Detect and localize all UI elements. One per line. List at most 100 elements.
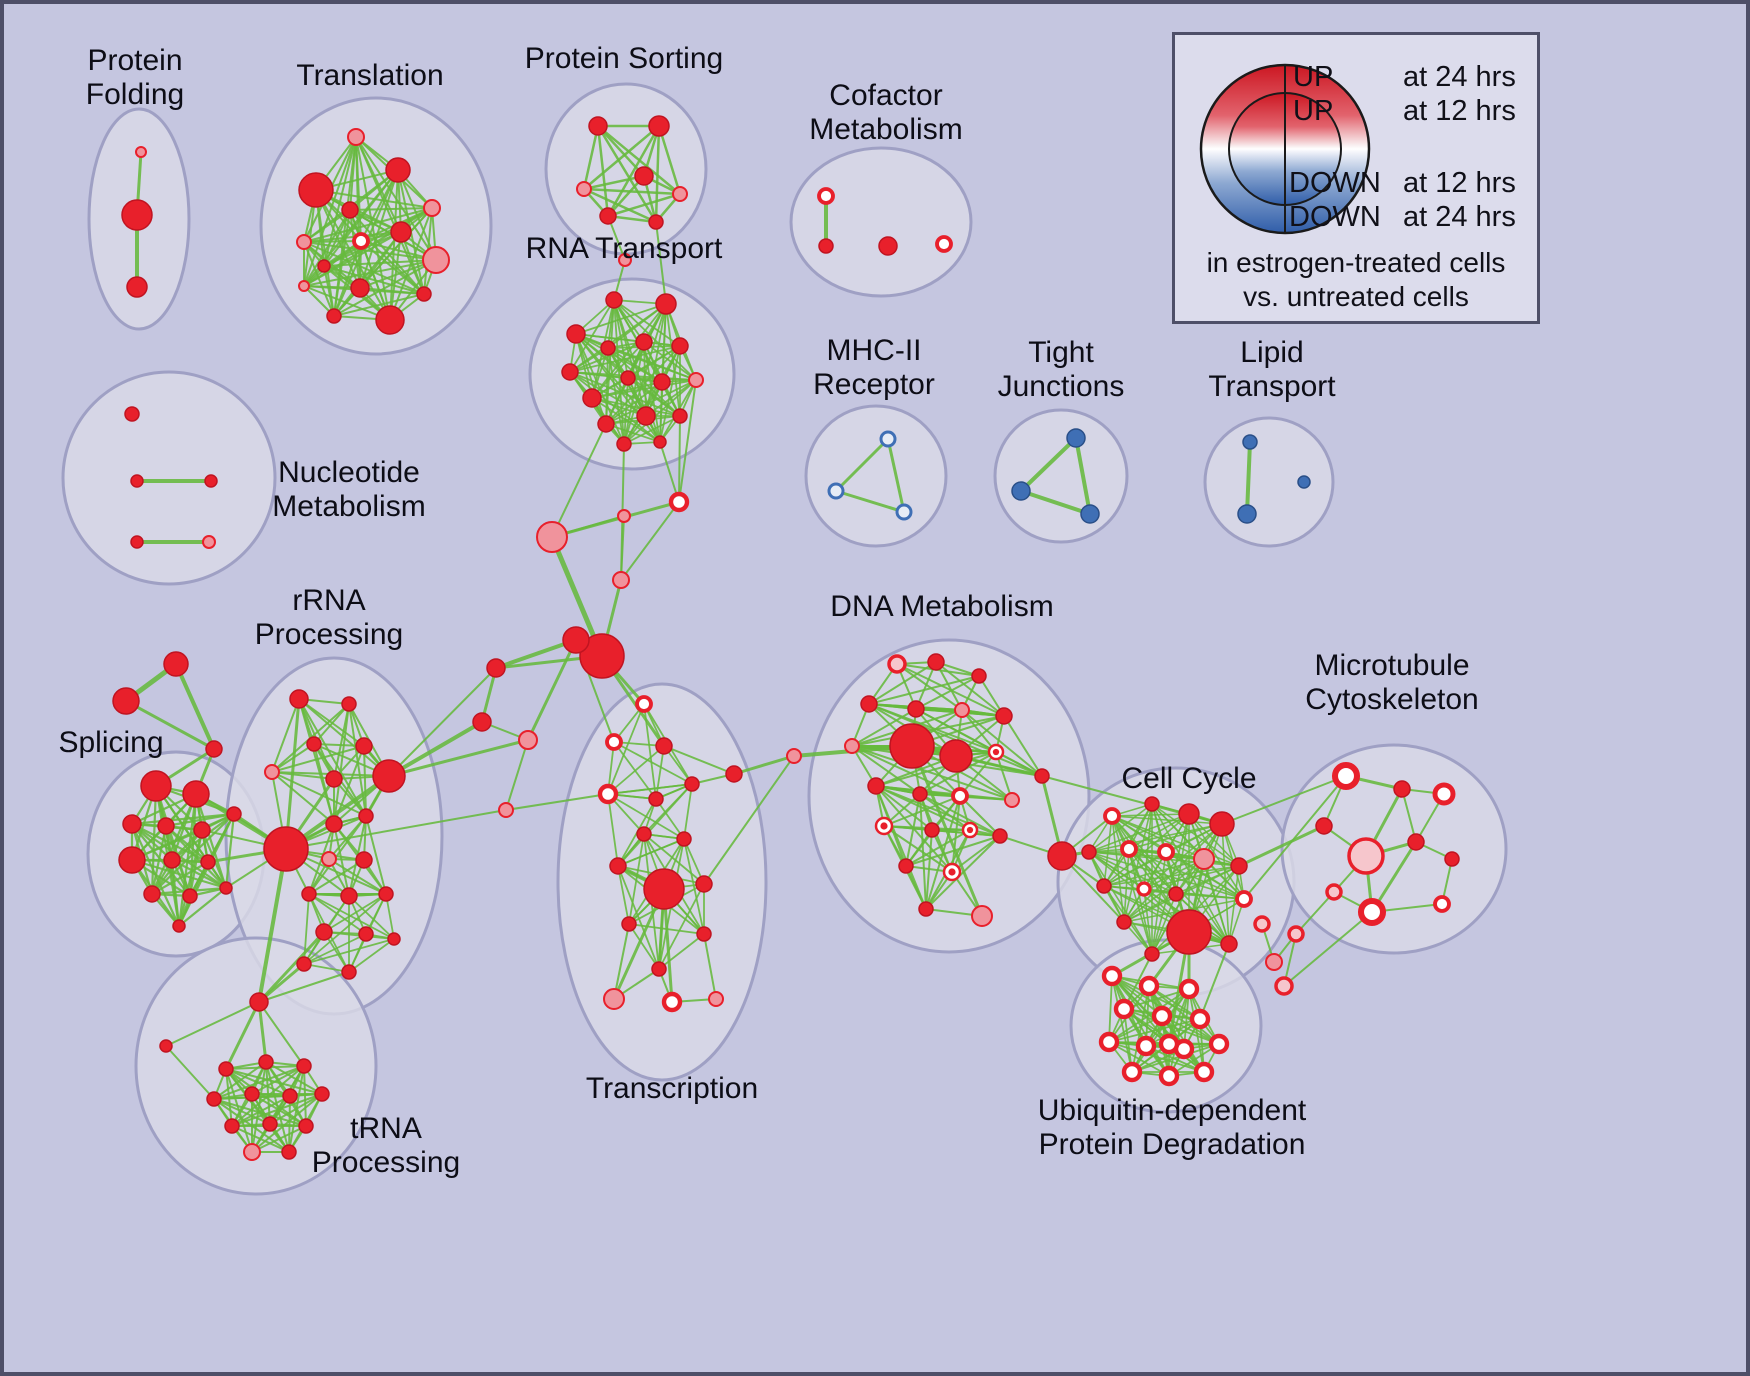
network-edge <box>333 240 362 317</box>
network-edge <box>348 895 395 940</box>
network-edge <box>1128 823 1223 850</box>
network-node <box>243 1143 261 1161</box>
network-edge <box>607 347 663 383</box>
network-node <box>1120 840 1138 858</box>
network-edge <box>124 699 216 751</box>
network-edge <box>683 783 693 840</box>
network-edge <box>1131 988 1190 1073</box>
network-edge <box>623 341 645 445</box>
network-node <box>122 814 142 834</box>
network-edge <box>961 709 997 753</box>
network-node <box>264 764 280 780</box>
network-edge <box>732 754 796 776</box>
network-edge <box>1243 775 1347 900</box>
network-node <box>536 521 568 553</box>
legend-box: UP at 24 hrs UP at 12 hrs DOWN at 12 hrs… <box>1172 32 1540 324</box>
network-node <box>879 430 897 448</box>
network-edge <box>1108 988 1190 1043</box>
network-edge <box>363 745 367 817</box>
network-node <box>355 737 373 755</box>
network-edge <box>1245 440 1252 516</box>
network-node <box>298 280 310 292</box>
network-edge <box>271 698 300 773</box>
network-edge <box>703 755 795 885</box>
network-edge <box>1188 813 1245 900</box>
network-node <box>954 702 970 718</box>
network-edge <box>851 745 961 797</box>
network-node <box>1113 998 1135 1020</box>
network-node <box>204 474 218 488</box>
network-edge <box>271 745 365 773</box>
network-edge <box>1088 851 1153 955</box>
network-node <box>696 926 712 942</box>
network-edge <box>308 815 367 895</box>
network-node <box>301 886 317 902</box>
network-edge <box>130 812 236 826</box>
network-edge <box>655 221 667 305</box>
network-node <box>786 748 802 764</box>
network-node <box>182 888 198 904</box>
network-node <box>1144 946 1160 962</box>
network-node <box>1004 792 1020 808</box>
network-edge <box>606 192 682 218</box>
network-node <box>605 733 623 751</box>
network-edge <box>257 847 288 1004</box>
network-edge <box>851 745 921 795</box>
network-edge <box>851 708 917 747</box>
network-edge <box>1019 436 1078 493</box>
network-edge <box>505 793 609 811</box>
network-edge <box>617 865 630 925</box>
network-edge <box>607 347 625 445</box>
network-edge <box>905 829 971 867</box>
network-edge <box>400 231 425 295</box>
network-node <box>939 739 973 773</box>
network-edge <box>613 741 693 785</box>
network-edge <box>655 745 665 800</box>
network-node <box>1047 841 1077 871</box>
network-node <box>355 851 373 869</box>
network-node <box>676 831 692 847</box>
network-edge <box>505 739 529 811</box>
network-edge <box>224 812 236 890</box>
network-node <box>1325 883 1343 901</box>
network-node <box>298 172 334 208</box>
network-edge <box>323 259 437 267</box>
network-node <box>1011 481 1031 501</box>
network-node <box>218 1061 234 1077</box>
network-node <box>341 964 357 980</box>
network-edge <box>1123 893 1177 923</box>
network-edge <box>303 893 387 965</box>
network-edge <box>285 809 507 850</box>
network-node <box>130 535 144 549</box>
network-node <box>1096 878 1112 894</box>
network-node <box>1098 1031 1120 1053</box>
network-edge <box>915 675 980 710</box>
network-node <box>1135 1035 1157 1057</box>
network-edge <box>333 703 350 825</box>
network-node <box>118 846 146 874</box>
network-node <box>668 491 690 513</box>
network-node <box>1103 807 1121 825</box>
network-edge <box>1143 858 1205 890</box>
network-edge <box>303 231 402 243</box>
network-edge <box>303 938 395 965</box>
network-node <box>1230 857 1248 875</box>
network-edge <box>834 437 890 493</box>
network-edge <box>313 703 350 745</box>
network-edge <box>1108 1018 1201 1043</box>
network-node <box>518 730 538 750</box>
network-edge <box>596 124 658 224</box>
network-node <box>281 1144 297 1160</box>
network-edge <box>627 345 681 379</box>
network-node <box>1432 782 1456 806</box>
network-node <box>390 221 412 243</box>
legend-up-12-label: UP <box>1293 95 1334 127</box>
network-node <box>1158 1065 1180 1087</box>
network-node <box>1116 914 1132 930</box>
network-node <box>898 858 914 874</box>
network-edge <box>655 798 685 840</box>
network-edge <box>1148 985 1220 1045</box>
network-edge <box>1237 824 1326 868</box>
network-edge <box>1003 715 1043 777</box>
network-edge <box>582 174 646 191</box>
